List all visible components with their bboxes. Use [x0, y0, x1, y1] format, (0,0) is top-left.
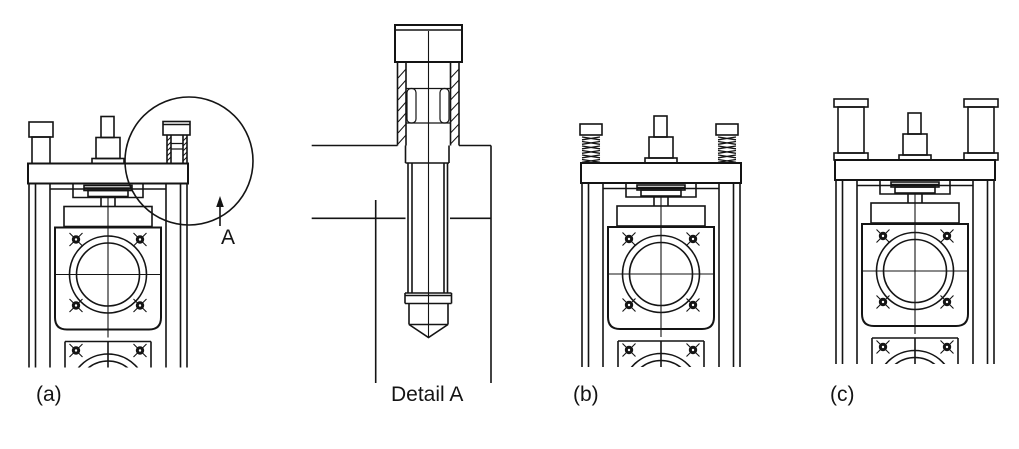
- assembly-a-drawing: [10, 96, 254, 380]
- detail-callout-circle: [124, 96, 254, 226]
- panel-c-label: (c): [830, 383, 855, 406]
- assembly-c-drawing: [833, 98, 999, 380]
- plate-section: [311, 144, 492, 383]
- detail-a-label: Detail A: [391, 383, 464, 406]
- detail-a-drawing: [311, 24, 492, 383]
- panel-a-label: (a): [36, 383, 62, 406]
- callout-a-label: A: [221, 226, 236, 249]
- leader-arrow-head-icon: [216, 196, 224, 207]
- left-spring: [579, 123, 603, 163]
- left-cylinder: [833, 98, 869, 161]
- right-cylinder: [963, 98, 999, 161]
- right-threaded-bolt: [162, 120, 191, 164]
- assembly-b-drawing: [579, 90, 750, 380]
- panel-b-label: (b): [573, 383, 599, 406]
- left-post: [28, 121, 54, 165]
- right-spring: [715, 123, 739, 163]
